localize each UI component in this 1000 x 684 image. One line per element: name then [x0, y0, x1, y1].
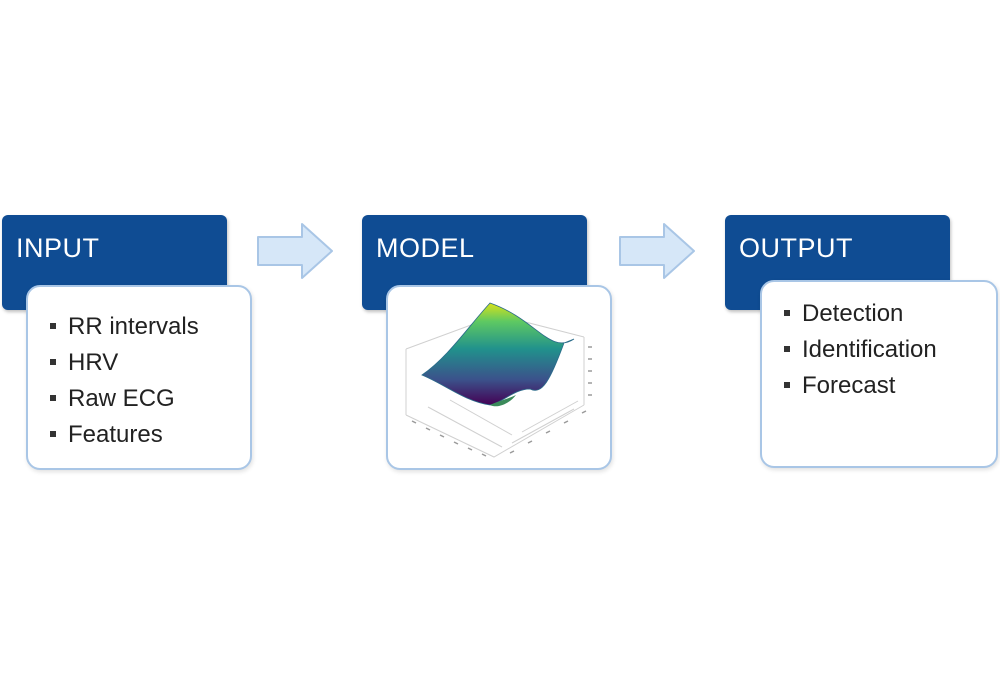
list-item: Features — [50, 417, 199, 453]
bullet-icon — [50, 394, 56, 401]
output-list: Detection Identification Forecast — [784, 296, 937, 404]
input-card: RR intervals HRV Raw ECG Features — [26, 285, 252, 470]
right-arrow-icon — [619, 223, 695, 279]
right-arrow-icon — [257, 223, 333, 279]
bullet-icon — [50, 358, 56, 365]
list-item: Raw ECG — [50, 381, 199, 417]
list-item: Detection — [784, 296, 937, 332]
input-title: INPUT — [16, 233, 100, 263]
output-title: OUTPUT — [739, 233, 853, 263]
model-card — [386, 285, 612, 470]
list-item: HRV — [50, 345, 199, 381]
list-item: Identification — [784, 332, 937, 368]
list-item: Forecast — [784, 368, 937, 404]
input-block: INPUT RR intervals HRV Raw ECG Features — [2, 215, 282, 475]
model-title: MODEL — [376, 233, 475, 263]
bullet-icon — [50, 322, 56, 329]
model-block: MODEL — [362, 215, 642, 475]
3d-surface-plot-icon — [405, 302, 592, 458]
output-card: Detection Identification Forecast — [760, 280, 998, 468]
bullet-icon — [784, 309, 790, 316]
input-list: RR intervals HRV Raw ECG Features — [50, 309, 199, 453]
output-block: OUTPUT Detection Identification Forecast — [725, 215, 1000, 475]
bullet-icon — [50, 430, 56, 437]
bullet-icon — [784, 381, 790, 388]
list-item: RR intervals — [50, 309, 199, 345]
bullet-icon — [784, 345, 790, 352]
